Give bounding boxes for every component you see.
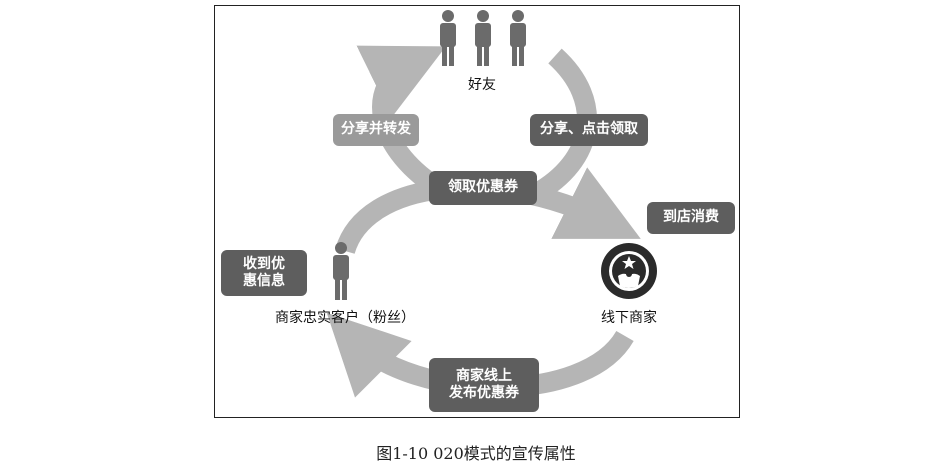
offline-merchant-label: 线下商家 [601,310,657,326]
merchant-publish-text: 商家线上 发布优惠券 [449,367,519,402]
friend-person-icon [510,10,526,66]
figure-caption: 图1-10 020模式的宣传属性 [376,444,576,463]
claim-coupon-pill: 领取优惠券 [429,171,537,205]
share-click-claim-text: 分享、点击领取 [540,121,638,138]
diagram-frame: 好友 商家忠实客户（粉丝） 线下商家 分享并转发 分享、点击领取 领取优惠券 到… [214,5,740,418]
share-click-claim-pill: 分享、点击领取 [530,114,648,146]
share-forward-text: 分享并转发 [341,121,411,138]
friends-label: 好友 [468,77,496,93]
customer-person-icon [333,242,349,300]
merchant-publish-pill: 商家线上 发布优惠券 [429,358,539,412]
share-forward-pill: 分享并转发 [333,114,419,146]
friend-person-icon [440,10,456,66]
visit-store-text: 到店消费 [663,209,719,226]
receive-offer-text: 收到优 惠信息 [243,255,285,290]
receive-offer-pill: 收到优 惠信息 [221,250,307,296]
friend-person-icon [475,10,491,66]
starbucks-logo-icon [601,243,657,299]
visit-store-pill: 到店消费 [647,202,735,234]
loyal-customer-label: 商家忠实客户（粉丝） [275,310,415,326]
claim-coupon-text: 领取优惠券 [448,179,518,196]
